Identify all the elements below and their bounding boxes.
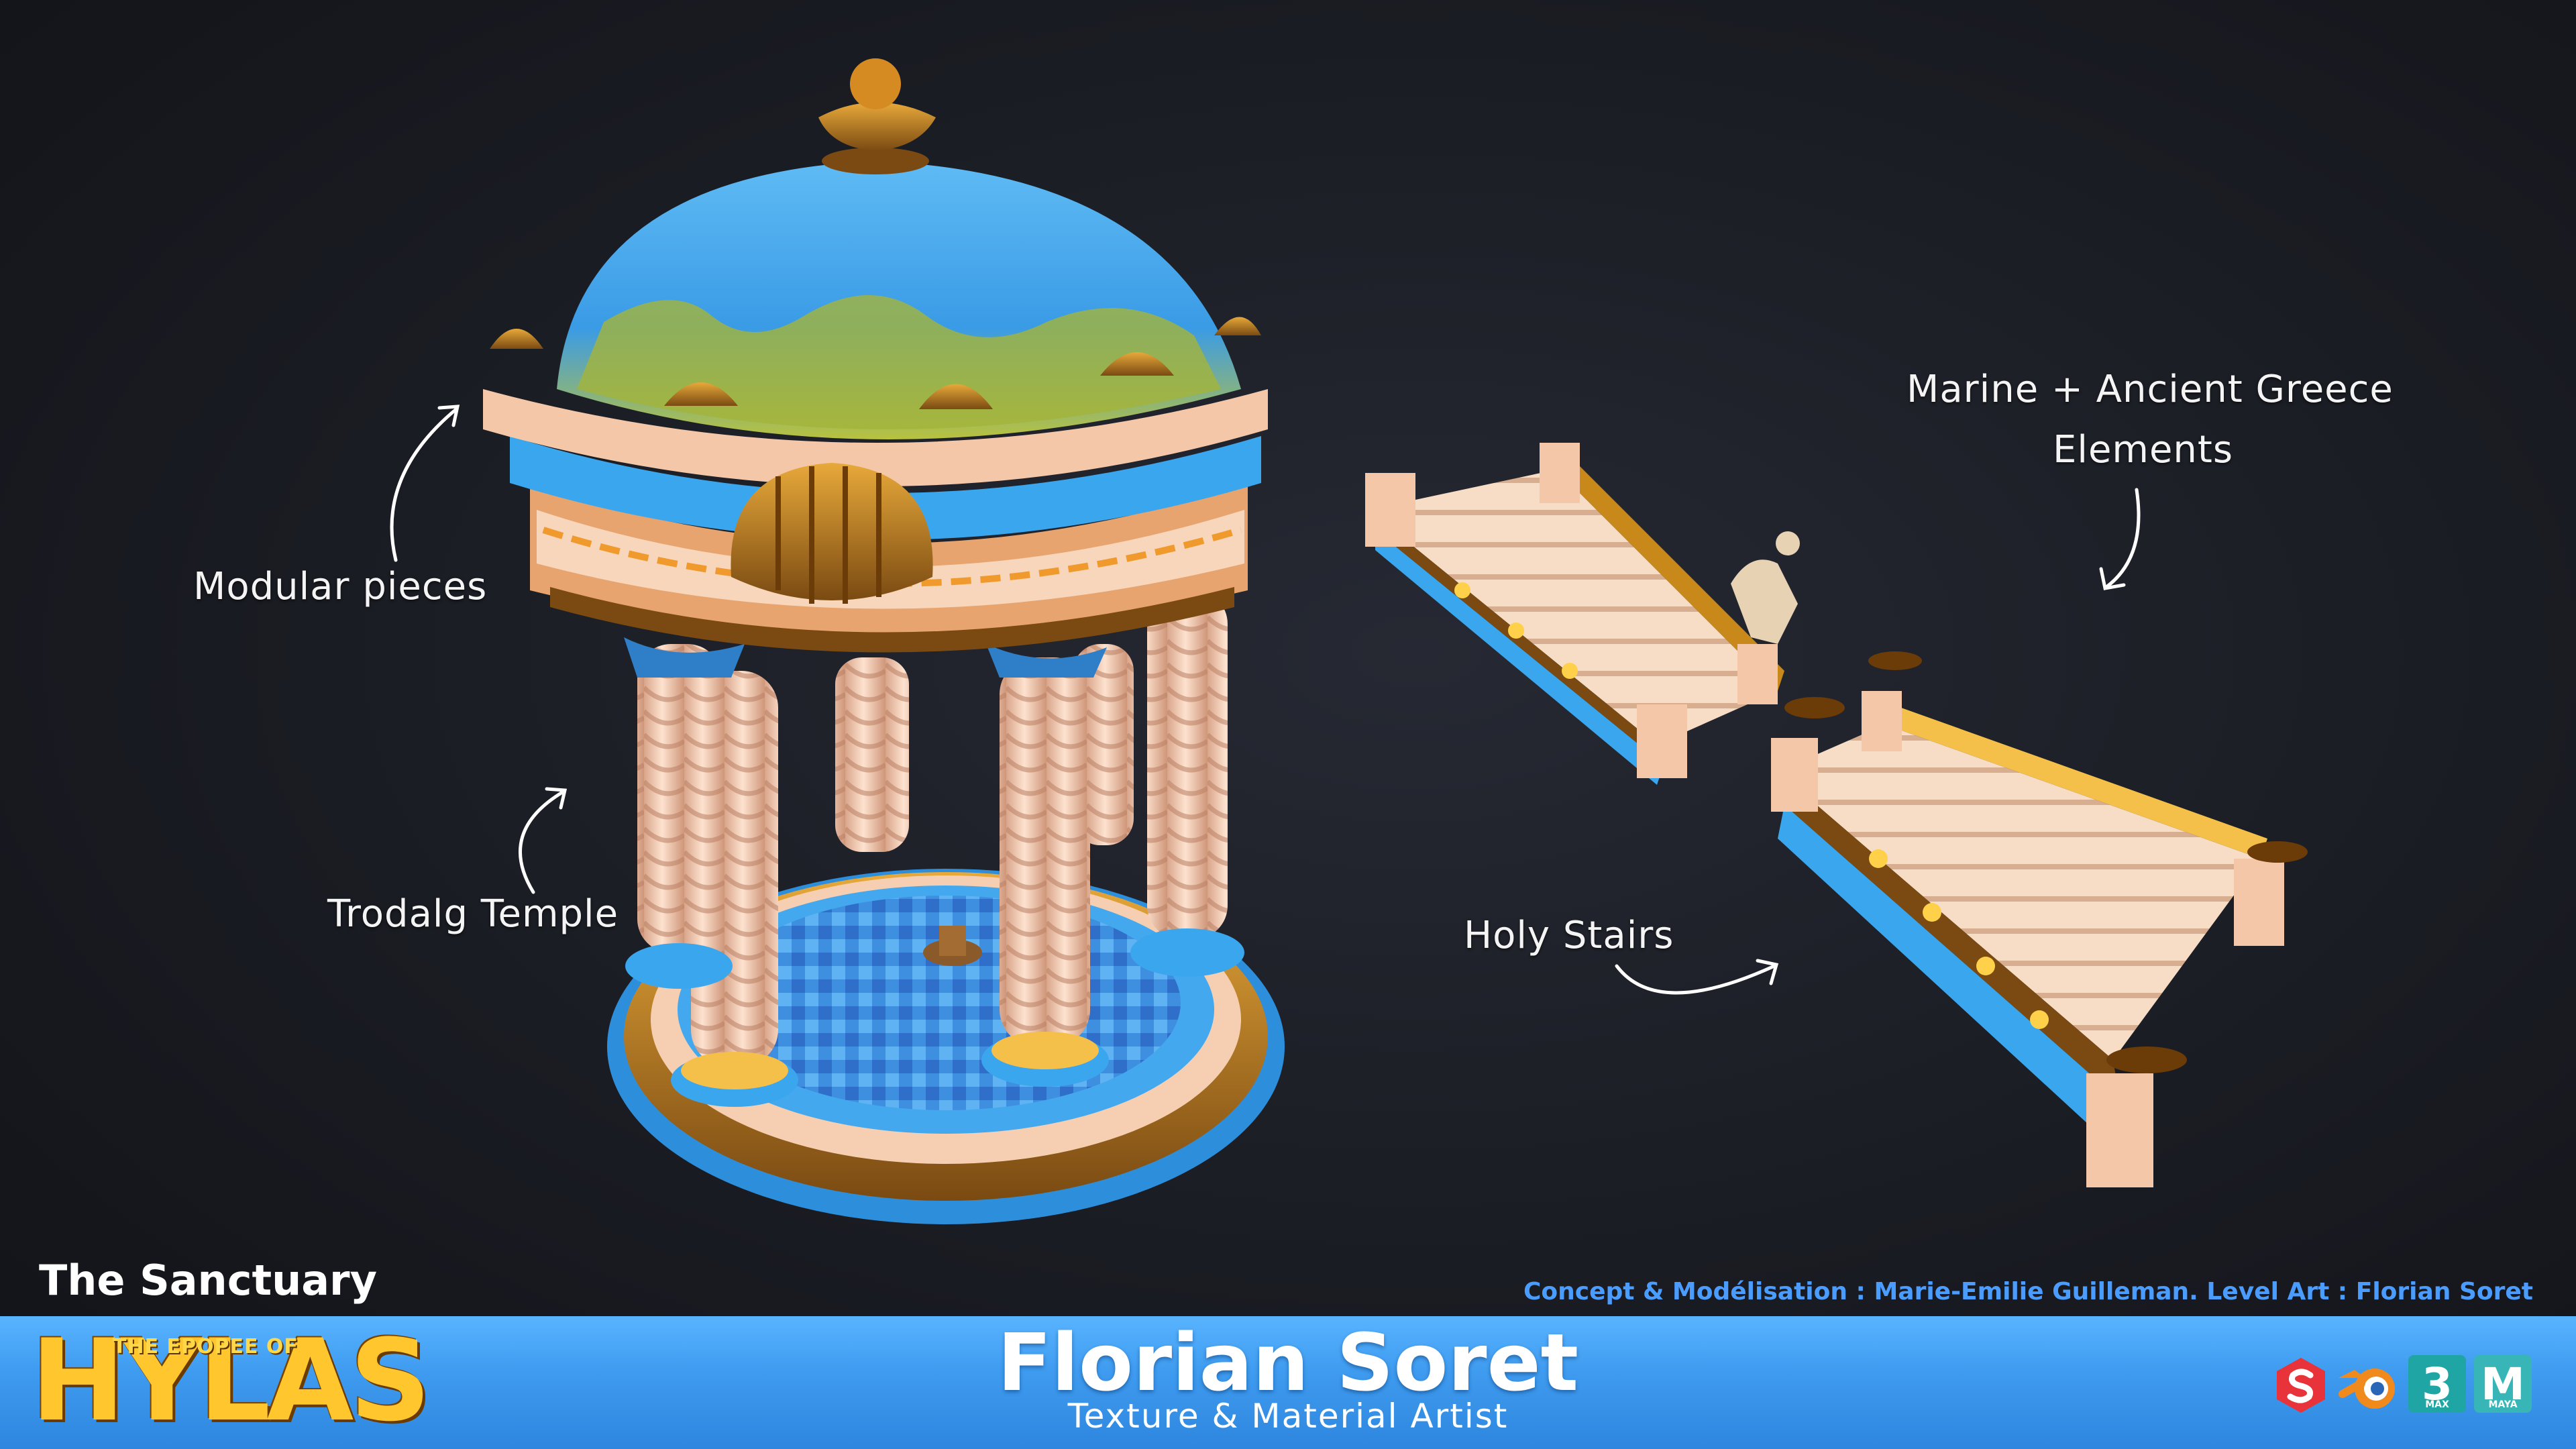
3dsmax-icon: 3 MAX xyxy=(2408,1355,2466,1413)
section-title: The Sanctuary xyxy=(39,1256,378,1305)
3dsmax-number: 3 xyxy=(2422,1358,2453,1410)
logo-small-text: THE EPOPEE OF xyxy=(113,1335,299,1358)
label-modular-pieces: Modular pieces xyxy=(193,565,488,608)
blender-icon xyxy=(2339,1368,2395,1409)
render-artwork xyxy=(483,58,2308,1224)
maya-sub: MAYA xyxy=(2488,1399,2518,1410)
maya-letter: M xyxy=(2481,1358,2525,1410)
trodalg-temple xyxy=(483,58,1285,1224)
arrow-modular xyxy=(390,405,460,562)
logo-main-text: HYLAS xyxy=(31,1315,431,1446)
credits-line: Concept & Modélisation : Marie-Emilie Gu… xyxy=(1523,1278,2533,1305)
substance-icon xyxy=(2277,1358,2325,1413)
label-trodalg-temple: Trodalg Temple xyxy=(327,892,619,936)
maya-icon: M MAYA xyxy=(2474,1355,2532,1413)
label-holy-stairs: Holy Stairs xyxy=(1464,914,1674,957)
author-role: Texture & Material Artist xyxy=(1067,1397,1509,1436)
3dsmax-sub: MAX xyxy=(2425,1399,2449,1410)
arrow-temple xyxy=(519,787,568,894)
label-marine-line1: Marine + Ancient Greece xyxy=(1907,368,2394,411)
label-marine-line2: Elements xyxy=(2053,428,2234,472)
game-logo: HYLAS THE EPOPEE OF xyxy=(31,1315,431,1446)
holy-stairs xyxy=(1365,443,2308,1187)
author-name: Florian Soret xyxy=(997,1316,1579,1409)
arrow-holy-stairs xyxy=(1615,959,1779,995)
footer-banner xyxy=(0,1316,2576,1449)
arrow-marine xyxy=(2099,488,2141,590)
